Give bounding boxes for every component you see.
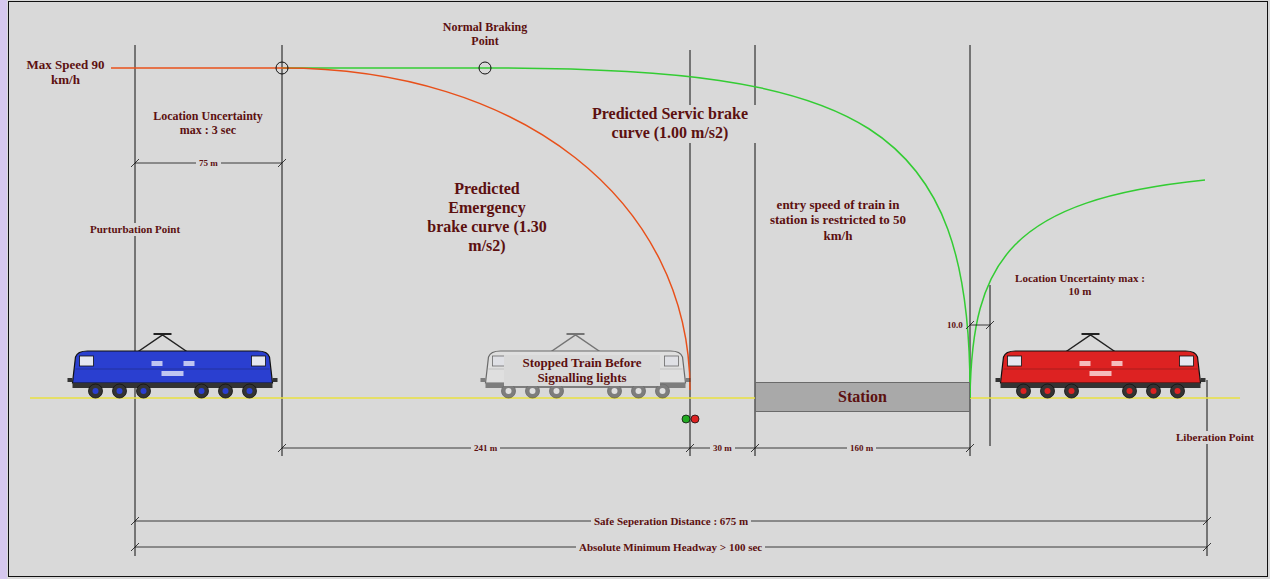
curve-label: Predicted Emergency brake curve (1.30 m/… — [427, 180, 547, 256]
uncertainty-label: Location Uncertainty max : 10 m — [1010, 272, 1150, 298]
dimension-label: 10.0 — [944, 320, 966, 331]
dimension-label: 241 m — [471, 443, 500, 454]
side-strip — [0, 0, 7, 579]
dimension-label: Absolute Minimum Headway > 100 sec — [576, 541, 765, 554]
point-label: Purturbation Point — [87, 223, 183, 236]
braking-point-marker — [479, 62, 491, 74]
frame — [9, 2, 1268, 577]
train-blue — [68, 334, 278, 398]
uncertainty-label: Location Uncertainty max : 3 sec — [143, 109, 273, 137]
note-label: entry speed of train in station is restr… — [763, 197, 913, 243]
dimension-lines — [135, 163, 1207, 547]
acceleration-curve — [970, 180, 1205, 398]
train-red — [996, 334, 1206, 398]
curve-label: Predicted Servic brake curve (1.00 m/s2) — [574, 105, 766, 143]
train-ghost — [481, 334, 691, 398]
dimension-label: 30 m — [710, 443, 735, 454]
dimension-ticks — [131, 159, 1211, 551]
dimension-label: 160 m — [847, 443, 876, 454]
signal-red — [691, 415, 699, 423]
speed-label: Max Speed 90 km/h — [20, 57, 111, 88]
signal-green — [682, 415, 690, 423]
point-label: Normal Braking Point — [440, 20, 530, 48]
dimension-label: 75 m — [196, 158, 221, 169]
point-label: Liberation Point — [1173, 431, 1257, 444]
station-platform: Station — [755, 382, 970, 412]
braking-point-marker — [276, 62, 288, 74]
node-label: Station — [838, 388, 887, 406]
service-brake-curve — [485, 68, 970, 398]
dimension-label: Safe Seperation Distance : 675 m — [591, 515, 751, 528]
reference-lines — [135, 45, 1207, 556]
note-label: Stopped Train Before Signalling lights — [504, 355, 660, 386]
